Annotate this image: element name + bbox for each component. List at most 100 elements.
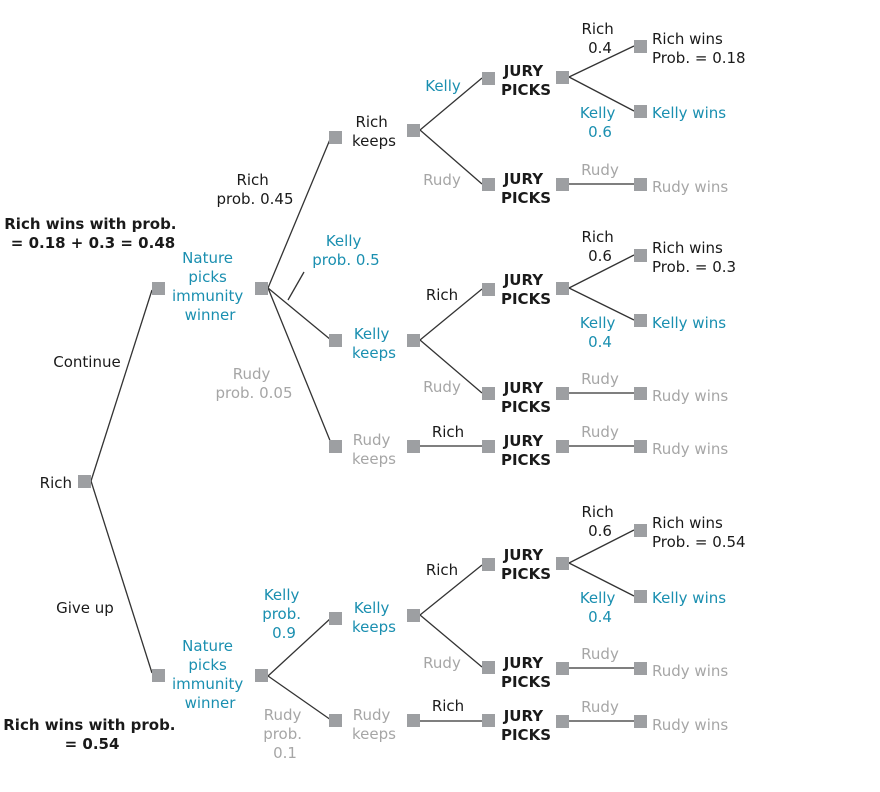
jury-5-line-1: JURY [503, 432, 544, 450]
outcome-rich-wins-1-line-2: Prob. = 0.18 [652, 49, 746, 67]
jury-3-line-2: PICKS [501, 290, 551, 308]
jury-picks-6: JURY PICKS [501, 546, 551, 583]
choice-rich-5: Rich [432, 697, 464, 715]
node-jury-8-out [556, 715, 569, 728]
edge-nature1-rudy [267, 287, 332, 444]
node-leaf-10 [634, 662, 647, 675]
prob-rich-045: Rich prob. 0.45 [217, 171, 294, 208]
continue-result: Rich wins with prob. = 0.18 + 0.3 = 0.48 [4, 215, 182, 252]
jury-picks-labels: JURY PICKS JURY PICKS JURY PICKS JURY PI… [501, 62, 551, 744]
continue-result-line-2: = 0.18 + 0.3 = 0.48 [11, 234, 175, 252]
prob-rudy-005: Rudy prob. 0.05 [216, 365, 293, 402]
edge-nature2-rudy [267, 675, 332, 721]
jury-2-line-1: JURY [503, 170, 544, 188]
jury-5-line-2: PICKS [501, 451, 551, 469]
jury-picks-3: JURY PICKS [501, 271, 551, 308]
outcome-rich-wins-3: Rich wins Prob. = 0.54 [652, 514, 746, 551]
rudy-keeps-label-2: Rudy keeps [352, 706, 396, 743]
node-jury-2-in [482, 178, 495, 191]
jury-vote-rich-06-b: Rich 0.6 [581, 503, 618, 540]
jury-4-line-1: JURY [503, 379, 544, 397]
node-kelly-keeps [329, 334, 342, 347]
edge-kellykeeps2-rich [419, 564, 483, 616]
prob-kelly-09-line-3: 0.9 [272, 624, 296, 642]
node-kelly-keeps-2-decision [407, 609, 420, 622]
jury-4-line-2: PICKS [501, 398, 551, 416]
kelly-keeps-label: Kelly keeps [352, 325, 396, 362]
giveup-label: Give up [56, 599, 114, 617]
outcome-kelly-wins-2: Kelly wins [652, 314, 726, 332]
jury-vote-kelly-04-line-2: 0.4 [588, 333, 612, 351]
node-jury-6-out [556, 557, 569, 570]
node-jury-3-in [482, 283, 495, 296]
choice-rudy-2: Rudy [423, 378, 461, 396]
node-nature-1 [152, 282, 165, 295]
edge-richkeeps-kelly [419, 77, 483, 131]
edge-nature1-kelly [267, 287, 332, 341]
nature2-line-3: immunity [172, 675, 243, 693]
node-leaf-5 [634, 314, 647, 327]
outcome-rudy-wins-4: Rudy wins [652, 662, 728, 680]
nature-line-4: winner [185, 306, 237, 324]
nature-line-3: immunity [172, 287, 243, 305]
nature-line-1: Nature [182, 249, 233, 267]
jury-vote-rudy-3: Rudy [581, 423, 619, 441]
prob-rudy-005-line-2: prob. 0.05 [216, 384, 293, 402]
outcome-rudy-wins-1: Rudy wins [652, 178, 728, 196]
jury-6-line-2: PICKS [501, 565, 551, 583]
rudy-keeps-line-1: Rudy [353, 431, 391, 449]
jury-picks-5: JURY PICKS [501, 432, 551, 469]
node-leaf-11 [634, 715, 647, 728]
outcome-rudy-wins-5: Rudy wins [652, 716, 728, 734]
nature-line-2: picks [188, 268, 227, 286]
jury-picks-7: JURY PICKS [501, 654, 551, 691]
outcome-kelly-wins-1: Kelly wins [652, 104, 726, 122]
edge-richkeeps-rudy [419, 129, 483, 185]
continue-label: Continue [53, 353, 120, 371]
node-jury-5-out [556, 440, 569, 453]
jury-vote-rudy-2: Rudy [581, 370, 619, 388]
prob-rich-045-line-2: prob. 0.45 [217, 190, 294, 208]
node-jury-6-in [482, 558, 495, 571]
node-leaf-2 [634, 105, 647, 118]
kelly-keeps-label-2: Kelly keeps [352, 599, 396, 636]
outcomes: Rich wins Prob. = 0.18 Kelly wins Rudy w… [652, 30, 746, 734]
node-jury-7-out [556, 662, 569, 675]
node-rudy-keeps [329, 440, 342, 453]
node-leaf-1 [634, 40, 647, 53]
jury-1-line-2: PICKS [501, 81, 551, 99]
rich-keeps-line-2: keeps [352, 132, 396, 150]
prob-rudy-01-line-2: prob. [263, 725, 302, 743]
tree-nodes [78, 40, 647, 728]
jury-8-line-1: JURY [503, 707, 544, 725]
edge-jury1-kelly [568, 76, 635, 112]
continue-result-line-1: Rich wins with prob. [4, 215, 176, 233]
nature-picks-label-2: Nature picks immunity winner [172, 637, 248, 712]
node-jury-1-out [556, 71, 569, 84]
jury-vote-kelly-06: Kelly 0.6 [580, 104, 620, 141]
giveup-result-line-2: = 0.54 [65, 735, 120, 753]
edge-jury6-kelly [568, 562, 635, 597]
outcome-rich-wins-2: Rich wins Prob. = 0.3 [652, 239, 736, 276]
node-kelly-keeps-2 [329, 612, 342, 625]
rudy-keeps2-line-2: keeps [352, 725, 396, 743]
jury-vote-rich-04-line-1: Rich [581, 20, 613, 38]
jury-vote-rudy-5: Rudy [581, 698, 619, 716]
edge-kellykeeps2-rudy [419, 614, 483, 668]
node-jury-2-out [556, 178, 569, 191]
tree-edges [90, 45, 635, 722]
edge-jury3-kelly [568, 287, 635, 321]
node-leaf-7 [634, 440, 647, 453]
jury-vote-rich-06-line-1: Rich [581, 228, 613, 246]
choice-rich-2: Rich [426, 286, 458, 304]
prob-kelly-05-line-1: Kelly [326, 232, 362, 250]
node-leaf-4 [634, 249, 647, 262]
prob-rich-045-line-1: Rich [236, 171, 268, 189]
edge-jury6-rich [568, 529, 635, 564]
node-nature-picks-2 [255, 669, 268, 682]
prob-rudy-01-line-1: Rudy [264, 706, 302, 724]
jury-vote-kelly-04: Kelly 0.4 [580, 314, 620, 351]
jury-vote-kelly-04-b-line-2: 0.4 [588, 608, 612, 626]
node-jury-8-in [482, 714, 495, 727]
